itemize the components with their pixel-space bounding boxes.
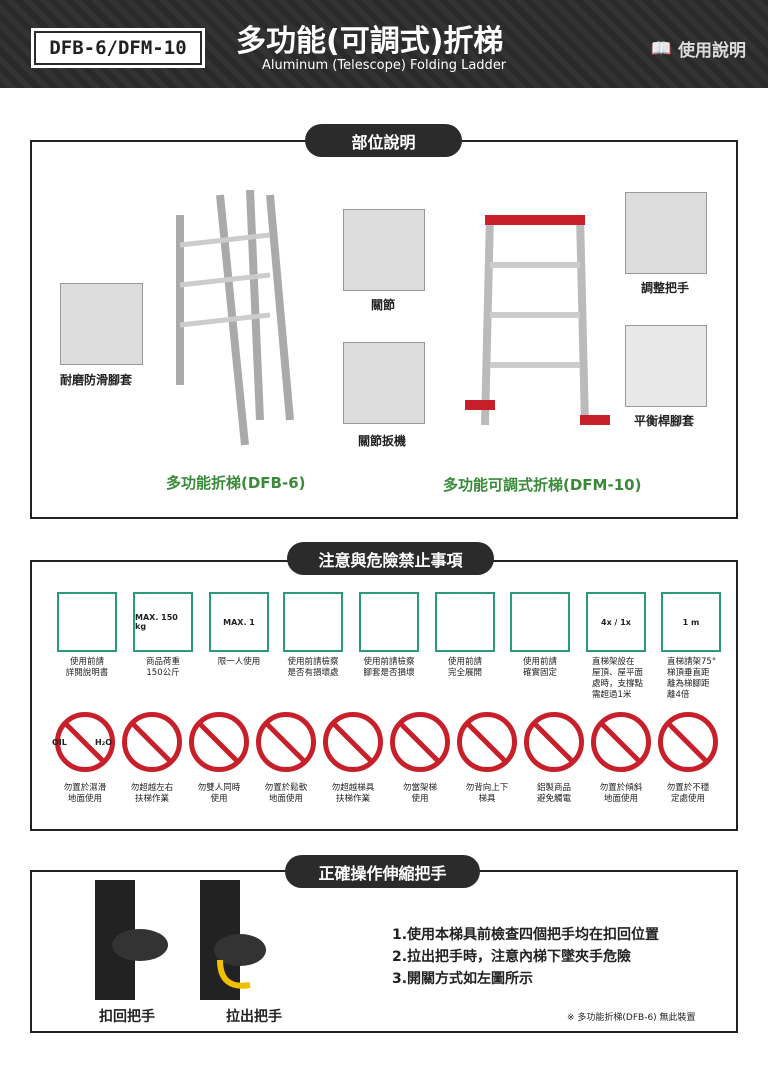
manual-text: 使用說明 [678, 41, 746, 61]
warnings-heading: 注意與危險禁止事項 [287, 542, 494, 575]
do-text: 限一人使用 [217, 657, 261, 667]
do-icon: 4x / 1x [586, 592, 646, 652]
balance-foot-photo [625, 325, 707, 407]
prohibited-icon [524, 712, 584, 772]
do-icon [359, 592, 419, 652]
prohibited-icon [256, 712, 316, 772]
header: DFB-6/DFM-10 多功能(可調式)折梯 Aluminum (Telesc… [0, 0, 768, 88]
dont-text: 勿置於濕滑 地面使用 [63, 783, 107, 804]
do-text: 使用前請檢察 腳套是否損壞 [363, 657, 415, 678]
water-label: H₂O [95, 738, 112, 747]
do-text: 使用前請檢察 是否有損壞處 [287, 657, 339, 678]
caption-handle-locked: 扣回把手 [99, 1009, 155, 1025]
do-icon: MAX. 1 [209, 592, 269, 652]
oil-label: OIL [52, 738, 67, 747]
dont-text: 鋁製商品 避免觸電 [536, 783, 571, 804]
do-badge: MAX. 150 kg [135, 613, 178, 631]
caption-dfb6: 多功能折梯(DFB-6) [166, 474, 306, 492]
model-number: DFB-6/DFM-10 [31, 28, 205, 68]
label-balance-foot: 平衡桿腳套 [634, 414, 695, 428]
do-text: 直梯請架75° 梯頂垂直距 離為梯腳距 離4倍 [667, 657, 717, 700]
foot-pad-photo [60, 283, 143, 365]
caption-handle-pulled: 拉出把手 [226, 1009, 282, 1025]
do-icon [510, 592, 570, 652]
dont-text: 勿置於不穩 定處使用 [666, 783, 710, 804]
dont-text: 勿超越梯具 扶梯作業 [331, 783, 375, 804]
dont-text: 勿置於鬆軟 地面使用 [264, 783, 308, 804]
instruction-steps: 1.使用本梯具前檢查四個把手均在扣回位置 2.拉出把手時，注意內梯下墜夾手危險 … [392, 924, 659, 990]
do-icon [283, 592, 343, 652]
prohibited-icon [55, 712, 115, 772]
caption-dfm10: 多功能可調式折梯(DFM-10) [443, 476, 642, 494]
do-text: 直梯架設在 屋頂、屋平面 處時，支撐點 需超過1米 [592, 657, 644, 700]
prohibited-icon [122, 712, 182, 772]
step: 1.使用本梯具前檢查四個把手均在扣回位置 [392, 927, 660, 943]
step: 2.拉出把手時，注意內梯下墜夾手危險 [392, 949, 632, 965]
dont-text: 勿置於傾斜 地面使用 [599, 783, 643, 804]
do-badge: 1 m [682, 617, 700, 627]
book-icon: 📖 [650, 38, 672, 59]
ladder-dfb6-image [176, 189, 294, 446]
parts-heading: 部位說明 [305, 124, 462, 157]
page-subtitle: Aluminum (Telescope) Folding Ladder [262, 58, 507, 73]
manual-label: 📖 使用說明 [650, 36, 746, 62]
page-title: 多功能(可調式)折梯 [236, 24, 504, 59]
prohibited-icon [591, 712, 651, 772]
joint-trigger-photo [343, 342, 425, 424]
step: 3.開關方式如左圖所示 [392, 971, 534, 987]
do-text: 使用前請 完全展開 [447, 657, 482, 678]
prohibited-icon [323, 712, 383, 772]
dont-text: 勿當架梯 使用 [402, 783, 437, 804]
adjust-handle-photo [625, 192, 707, 274]
prohibited-icon [189, 712, 249, 772]
dont-text: 勿超越左右 扶梯作業 [130, 783, 174, 804]
joint-photo [343, 209, 425, 291]
prohibited-icon [658, 712, 718, 772]
handle-illustration [95, 880, 266, 1000]
label-foot-pad: 耐磨防滑腳套 [60, 373, 133, 387]
do-badge: 4x / 1x [601, 617, 631, 627]
dont-text: 勿雙人同時 使用 [197, 783, 241, 804]
do-text: 商品荷重 150公斤 [145, 657, 180, 678]
do-icon: MAX. 150 kg [133, 592, 193, 652]
do-icon: 1 m [661, 592, 721, 652]
label-joint-trigger: 關節扳機 [358, 434, 407, 448]
label-joint: 關節 [371, 298, 396, 312]
dont-text: 勿背向上下 梯具 [465, 783, 509, 804]
prohibited-icon [390, 712, 450, 772]
do-text: 使用前請 詳閱說明書 [65, 657, 109, 678]
ladder-dfm10-image [465, 214, 610, 426]
do-text: 使用前請 確實固定 [522, 657, 557, 678]
do-icon [57, 592, 117, 652]
do-badge: MAX. 1 [223, 617, 255, 627]
note: ※ 多功能折梯(DFB-6) 無此裝置 [567, 1013, 696, 1023]
do-icon [435, 592, 495, 652]
label-adjust-handle: 調整把手 [641, 281, 690, 295]
prohibited-icon [457, 712, 517, 772]
handle-heading: 正確操作伸縮把手 [285, 855, 480, 888]
